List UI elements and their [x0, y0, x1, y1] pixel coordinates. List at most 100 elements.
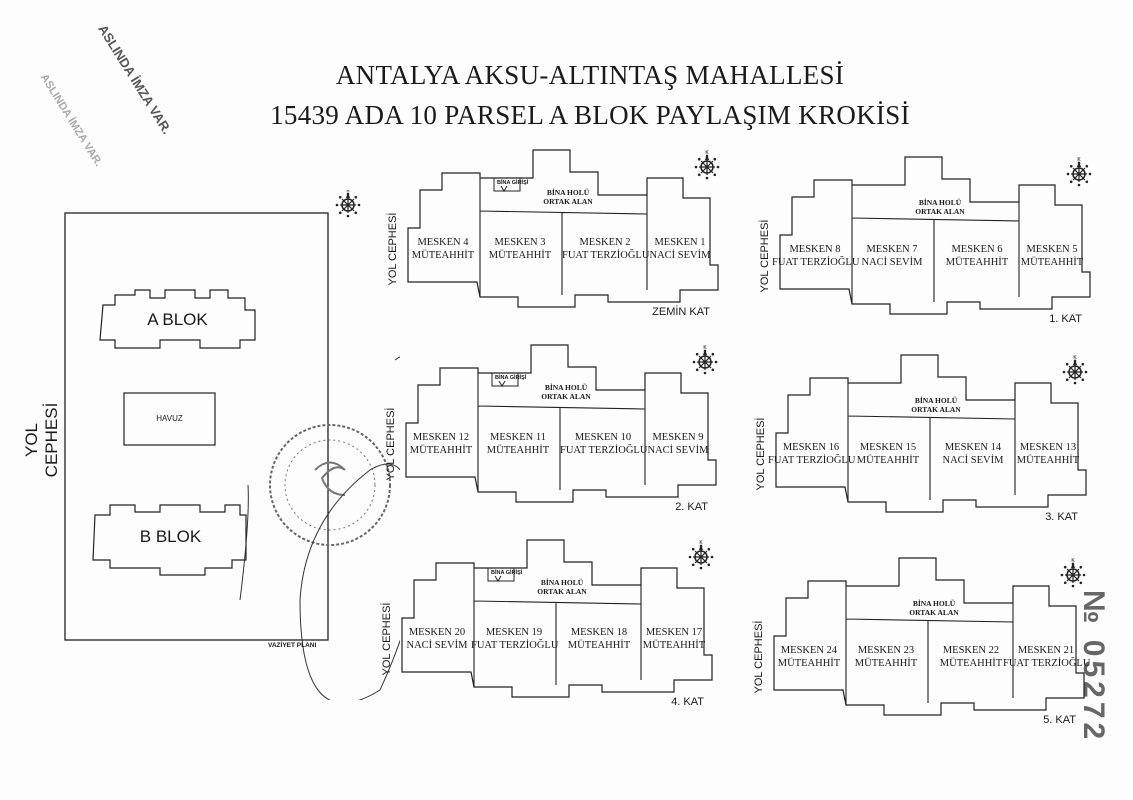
unit-18: MESKEN 18 MÜTEAHHİT	[556, 626, 642, 652]
unit-22: MESKEN 22 MÜTEAHHİT	[928, 644, 1014, 670]
road-facade-label: YOL CEPHESİ	[755, 417, 767, 491]
road-facade-label: YOL CEPHESİ	[759, 219, 771, 293]
floor-outline	[775, 354, 1087, 513]
road-facade-label: YOL CEPHESİ	[753, 620, 765, 694]
unit-owner: MÜTEAHHİT	[409, 445, 473, 456]
unit-owner: MÜTEAHHİT	[854, 658, 918, 669]
building-entrance-label: BİNA GİRİŞİ	[491, 570, 523, 576]
pool-outline	[123, 392, 216, 446]
unit-owner: MÜTEAHHİT	[1020, 257, 1084, 268]
unit-owner: FUAT TERZİOĞLU	[560, 445, 648, 456]
floor-outline	[779, 156, 1091, 315]
site-road-label: YOL CEPHESİ	[22, 402, 61, 478]
unit-name: MESKEN 12	[412, 432, 470, 443]
unit-owner: NACİ SEVİM	[649, 250, 711, 261]
unit-10: MESKEN 10 FUAT TERZİOĞLU	[560, 431, 648, 457]
unit-21: MESKEN 21 FUAT TERZİOĞLU	[1003, 644, 1091, 670]
unit-8: MESKEN 8 FUAT TERZİOĞLU	[772, 243, 860, 269]
unit-owner: FUAT TERZİOĞLU	[471, 640, 559, 651]
unit-name: MESKEN 5	[1026, 244, 1078, 255]
unit-name: MESKEN 9	[652, 432, 704, 443]
building-entrance-label: BİNA GİRİŞİ	[497, 180, 529, 186]
floor-label: 3. KAT	[1045, 511, 1078, 523]
site-plan: YOL CEPHESİ A BLOK HAVUZ B BLOK VAZİYET …	[0, 0, 400, 700]
svg-text:K: K	[703, 345, 707, 351]
unit-owner: NACİ SEVİM	[406, 640, 468, 651]
floor-label: 2. KAT	[675, 501, 708, 513]
road-facade-label: YOL CEPHESİ	[381, 602, 393, 676]
unit-owner: NACİ SEVİM	[861, 257, 923, 268]
unit-name: MESKEN 3	[494, 237, 546, 248]
floor-label: 4. KAT	[671, 696, 704, 708]
unit-name: MESKEN 19	[485, 627, 543, 638]
unit-name: MESKEN 22	[942, 645, 1000, 656]
floor-outline	[401, 539, 713, 698]
official-seal	[269, 424, 391, 546]
floor-outline	[773, 557, 1085, 716]
svg-text:K: K	[1071, 558, 1075, 564]
unit-owner: FUAT TERZİOĞLU	[1003, 658, 1091, 669]
unit-23: MESKEN 23 MÜTEAHHİT	[843, 644, 929, 670]
unit-name: MESKEN 24	[780, 645, 838, 656]
pool-label: HAVUZ	[156, 414, 183, 423]
unit-owner: NACİ SEVİM	[647, 445, 709, 456]
unit-name: MESKEN 15	[859, 442, 917, 453]
unit-12: MESKEN 12 MÜTEAHHİT	[398, 431, 484, 457]
unit-owner: MÜTEAHHİT	[642, 640, 706, 651]
unit-owner: MÜTEAHHİT	[945, 257, 1009, 268]
unit-owner: FUAT TERZİOĞLU	[772, 257, 860, 268]
unit-owner: MÜTEAHHİT	[567, 640, 631, 651]
unit-name: MESKEN 20	[408, 627, 466, 638]
unit-24: MESKEN 24 MÜTEAHHİT	[766, 644, 852, 670]
unit-name: MESKEN 10	[574, 432, 632, 443]
site-plan-caption: VAZİYET PLANI	[268, 642, 317, 649]
title-line-2: 15439 ADA 10 PARSEL A BLOK PAYLAŞIM KROK…	[270, 100, 910, 130]
unit-owner: MÜTEAHHİT	[486, 445, 550, 456]
unit-name: MESKEN 18	[570, 627, 628, 638]
unit-19: MESKEN 19 FUAT TERZİOĞLU	[471, 626, 559, 652]
block-b-outline	[92, 504, 247, 576]
svg-text:K: K	[705, 150, 709, 156]
unit-name: MESKEN 14	[944, 442, 1002, 453]
unit-name: MESKEN 21	[1017, 645, 1075, 656]
unit-name: MESKEN 23	[857, 645, 915, 656]
signature	[299, 356, 400, 700]
title-line-1: ANTALYA AKSU-ALTINTAŞ MAHALLESİ	[335, 60, 845, 90]
unit-name: MESKEN 7	[866, 244, 918, 255]
unit-6: MESKEN 6 MÜTEAHHİT	[934, 243, 1020, 269]
road-facade-label: YOL CEPHESİ	[385, 407, 397, 481]
unit-name: MESKEN 16	[782, 442, 840, 453]
floor-label: 1. KAT	[1049, 313, 1082, 325]
svg-text:K: K	[346, 190, 350, 194]
unit-owner: MÜTEAHHİT	[777, 658, 841, 669]
block-a-outline	[99, 289, 256, 349]
floor-outline	[407, 149, 719, 308]
unit-owner: MÜTEAHHİT	[411, 250, 475, 261]
floor-label: ZEMİN KAT	[652, 306, 710, 318]
unit-owner: MÜTEAHHİT	[488, 250, 552, 261]
block-b-label: B BLOK	[139, 527, 202, 546]
building-entrance-label: BİNA GİRİŞİ	[495, 375, 527, 381]
svg-text:K: K	[1073, 355, 1077, 361]
unit-name: MESKEN 8	[789, 244, 841, 255]
svg-text:K: K	[699, 540, 703, 546]
unit-owner: FUAT TERZİOĞLU	[562, 250, 650, 261]
unit-name: MESKEN 4	[417, 237, 469, 248]
unit-name: MESKEN 11	[490, 432, 546, 443]
unit-owner: MÜTEAHHİT	[939, 658, 1003, 669]
unit-name: MESKEN 6	[951, 244, 1003, 255]
